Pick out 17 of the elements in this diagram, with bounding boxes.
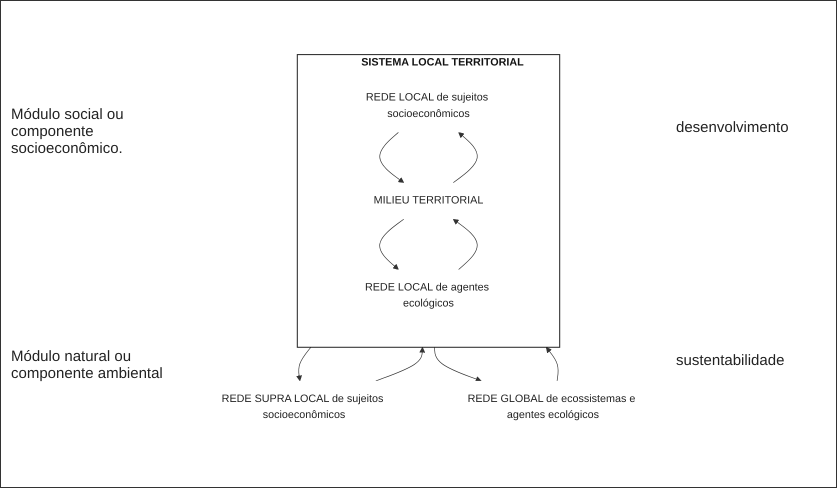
text-label: sustentabilidade [676,352,786,369]
arrow [546,347,558,382]
arrow [296,346,312,382]
arrow [379,218,404,270]
node-text: MILIEU TERRITORIAL [374,194,484,206]
node-text: REDE SUPRA LOCAL de sujeitos socioeconômicos [222,393,384,421]
node-text: REDE LOCAL de agentes ecológicos [364,282,490,310]
node-text: REDE GLOBAL de ecossistemas e agentes ecológicos [468,393,636,421]
arrow [379,132,404,184]
node-text: REDE LOCAL de sujeitos socioeconômicos [366,92,488,120]
arrow [434,346,482,382]
text-label: Módulo social ou componente socioeconômico. [11,106,125,158]
text-label: Módulo natural ou componente ambiental [11,348,164,382]
arrow [375,347,426,382]
text-label: desenvolvimento [676,119,790,136]
arrow [452,218,478,270]
arrow [452,132,478,184]
